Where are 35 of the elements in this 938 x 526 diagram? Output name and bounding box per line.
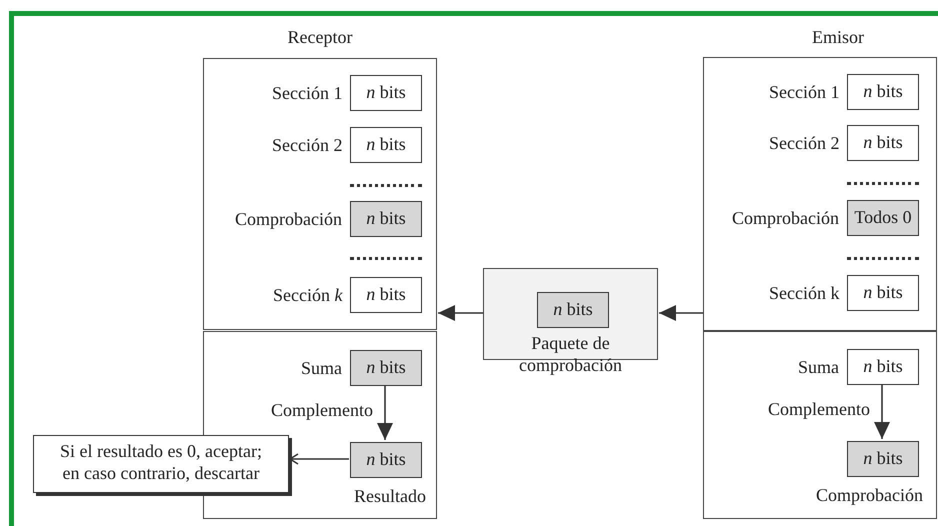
arrow — [659, 305, 703, 321]
field-label: Sección 2 — [769, 132, 840, 154]
arrow — [377, 385, 393, 440]
field-label: Comprobación — [732, 207, 839, 229]
field-label: Resultado — [354, 485, 426, 507]
field-label: Sección k — [273, 284, 342, 306]
bits-field: n bits — [350, 201, 422, 237]
field-label: Sección 2 — [272, 134, 342, 156]
field-label: Suma — [301, 357, 342, 379]
packet-caption: Paquete de comprobación — [518, 332, 623, 376]
panel-title: Emisor — [811, 26, 865, 48]
panel-frame — [703, 331, 937, 519]
bits-field: n bits — [847, 74, 919, 110]
field-label: Comprobación — [816, 484, 923, 506]
field-label: Suma — [798, 356, 840, 378]
bits-field: n bits — [350, 75, 422, 111]
bits-field: n bits — [847, 349, 919, 385]
bits-field: n bits — [350, 127, 422, 163]
bits-field: n bits — [350, 442, 422, 478]
field-label: Sección 1 — [272, 82, 342, 104]
bits-field: Todos 0 — [847, 200, 919, 236]
field-label: Comprobación — [235, 208, 342, 230]
arrow — [289, 453, 349, 465]
bits-field: n bits — [350, 277, 422, 313]
bits-field: n bits — [350, 350, 422, 386]
panel-title: Receptor — [286, 26, 354, 48]
bits-field: n bits — [537, 292, 609, 328]
arrow — [438, 305, 483, 321]
bits-field: n bits — [847, 441, 919, 477]
field-label: Sección k — [769, 282, 840, 304]
note-box: Si el resultado es 0, aceptar; en caso contrario, descartar — [33, 435, 289, 493]
bits-field: n bits — [847, 275, 919, 311]
field-label: Sección 1 — [769, 81, 840, 103]
bits-field: n bits — [847, 125, 919, 161]
arrow — [874, 384, 890, 439]
